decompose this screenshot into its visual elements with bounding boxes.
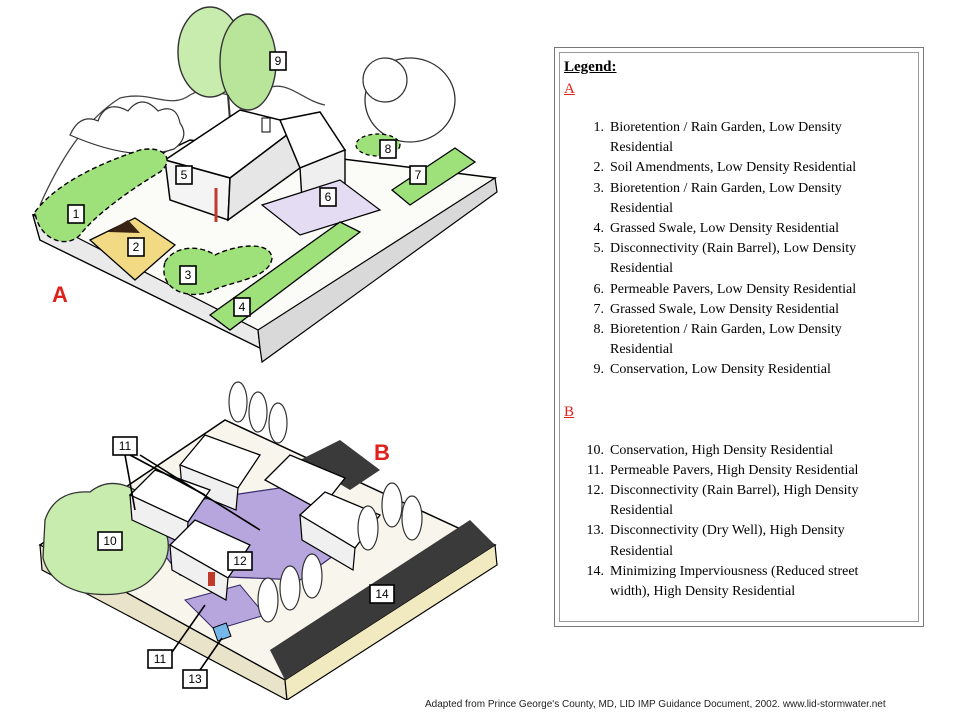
- legend-item: 11. Permeable Pavers, High Density Reside…: [564, 461, 914, 481]
- legend-section-a-heading: A: [564, 81, 575, 97]
- svg-text:8: 8: [385, 142, 392, 156]
- legend-item-number: 11.: [587, 462, 604, 478]
- scene-a-low-density: [32, 6, 498, 364]
- callout-8: 8: [379, 139, 397, 159]
- legend-item-text: Bioretention / Rain Garden, Low Density …: [610, 180, 842, 216]
- section-a-letter: A: [52, 282, 68, 307]
- legend-content: Legend: A 1. Bioretention / Rain Garden, …: [559, 52, 919, 622]
- legend-item-number: 2.: [593, 160, 605, 176]
- legend-item: 14. Minimizing Imperviousness (Reduced st…: [564, 562, 914, 602]
- callout-4: 4: [233, 297, 251, 317]
- legend-item-text: Soil Amendments, Low Density Residential: [610, 160, 857, 176]
- scene-b-pointer-lines: [124, 454, 261, 671]
- legend-item-number: 6.: [593, 281, 605, 297]
- legend-item: 1. Bioretention / Rain Garden, Low Densit…: [564, 118, 914, 158]
- legend-item: 8. Bioretention / Rain Garden, Low Densit…: [564, 320, 914, 360]
- legend-item: 6. Permeable Pavers, Low Density Resident…: [564, 280, 914, 300]
- svg-text:14: 14: [375, 587, 389, 601]
- callout-3: 3: [179, 265, 197, 285]
- callout-labels: 1 2 3 4 5 6 7 8 9 10 11 11 12 13 14: [67, 51, 427, 689]
- legend-item: 5. Disconnectivity (Rain Barrel), Low Den…: [564, 239, 914, 279]
- svg-text:7: 7: [415, 168, 422, 182]
- legend-item-text: Permeable Pavers, High Density Residenti…: [610, 462, 859, 478]
- callout-10: 10: [97, 531, 123, 551]
- legend-item-text: Disconnectivity (Dry Well), High Density…: [610, 523, 845, 559]
- legend-item-text: Grassed Swale, Low Density Residential: [610, 301, 840, 317]
- legend-item: 10. Conservation, High Density Residentia…: [564, 441, 914, 461]
- lid-site-illustration: 1 2 3 4 5 6 7 8 9 10 11 11 12 13 14 A B: [32, 6, 498, 700]
- scene-a-permeable-pavers: [260, 179, 382, 236]
- legend-item-text: Conservation, Low Density Residential: [610, 362, 831, 378]
- source-caption: Adapted from Prince George's County, MD,…: [425, 699, 886, 710]
- legend-item-number: 5.: [593, 241, 605, 257]
- legend-item-text: Conservation, High Density Residential: [610, 442, 834, 458]
- callout-12: 12: [227, 551, 253, 571]
- legend-item-text: Disconnectivity (Rain Barrel), Low Densi…: [610, 241, 857, 277]
- section-b-letter: B: [374, 440, 390, 465]
- callout-5: 5: [175, 165, 193, 185]
- legend-item: 3. Bioretention / Rain Garden, Low Densit…: [564, 179, 914, 219]
- legend-item: 9. Conservation, Low Density Residential: [564, 360, 914, 380]
- legend-panel: Legend: A 1. Bioretention / Rain Garden, …: [554, 47, 924, 627]
- svg-text:13: 13: [188, 672, 202, 686]
- scene-b-street-trees: [228, 381, 423, 623]
- legend-item: 7. Grassed Swale, Low Density Residential: [564, 300, 914, 320]
- legend-item-text: Disconnectivity (Rain Barrel), High Dens…: [610, 483, 859, 519]
- callout-7: 7: [409, 165, 427, 185]
- scene-a-tree-9: [177, 6, 277, 121]
- legend-item-text: Bioretention / Rain Garden, Low Density …: [610, 322, 842, 358]
- scene-a-lot-edge-right: [257, 176, 498, 364]
- legend-item-number: 8.: [593, 322, 605, 338]
- legend-item: 2. Soil Amendments, Low Density Residenti…: [564, 158, 914, 178]
- legend-item-number: 4.: [593, 221, 605, 237]
- svg-text:11: 11: [119, 439, 132, 453]
- legend-item-number: 7.: [593, 301, 605, 317]
- scene-b-dry-well: [212, 622, 232, 642]
- callout-14: 14: [369, 584, 395, 604]
- svg-text:1: 1: [73, 207, 80, 221]
- legend-item-text: Grassed Swale, Low Density Residential: [610, 221, 840, 237]
- legend-item-text: Bioretention / Rain Garden, Low Density …: [610, 120, 842, 156]
- legend-item-text: Minimizing Imperviousness (Reduced stree…: [610, 563, 859, 600]
- legend-item-number: 14.: [586, 563, 605, 579]
- legend-list-b: 10. Conservation, High Density Residentia…: [564, 441, 914, 603]
- legend-item: 12. Disconnectivity (Rain Barrel), High D…: [564, 481, 914, 521]
- svg-text:4: 4: [239, 300, 246, 314]
- svg-text:9: 9: [275, 54, 282, 68]
- svg-text:6: 6: [325, 190, 332, 204]
- scene-a-tree-right: [362, 57, 456, 143]
- legend-item-number: 1.: [593, 120, 605, 135]
- scene-a-grassed-swale-7: [390, 147, 477, 206]
- scene-a-shrubs-left: [69, 101, 185, 155]
- svg-text:10: 10: [103, 534, 117, 548]
- callout-11-bottom: 11: [147, 649, 173, 669]
- callout-6: 6: [319, 187, 337, 207]
- callout-11-top: 11: [112, 436, 138, 456]
- scene-b-houses: [128, 434, 382, 601]
- legend-item-number: 13.: [586, 523, 605, 539]
- svg-text:3: 3: [185, 268, 192, 282]
- callout-9: 9: [269, 51, 287, 71]
- scene-a-house: [163, 109, 347, 222]
- callout-2: 2: [127, 237, 145, 257]
- legend-item: 4. Grassed Swale, Low Density Residential: [564, 219, 914, 239]
- svg-text:12: 12: [233, 554, 247, 568]
- legend-section-b-heading: B: [564, 403, 575, 420]
- legend-item-number: 12.: [586, 483, 605, 499]
- legend-item: 13. Disconnectivity (Dry Well), High Dens…: [564, 521, 914, 561]
- svg-text:2: 2: [133, 240, 140, 254]
- legend-title: Legend:: [564, 59, 617, 75]
- legend-item-text: Permeable Pavers, Low Density Residentia…: [610, 281, 857, 297]
- legend-item-number: 10.: [586, 442, 605, 458]
- callout-1: 1: [67, 204, 85, 224]
- svg-text:11: 11: [154, 652, 167, 666]
- svg-text:5: 5: [181, 168, 188, 182]
- legend-item-number: 9.: [593, 362, 605, 378]
- legend-list-a: 1. Bioretention / Rain Garden, Low Densit…: [564, 118, 914, 381]
- callout-13: 13: [182, 669, 208, 689]
- legend-item-number: 3.: [593, 180, 605, 196]
